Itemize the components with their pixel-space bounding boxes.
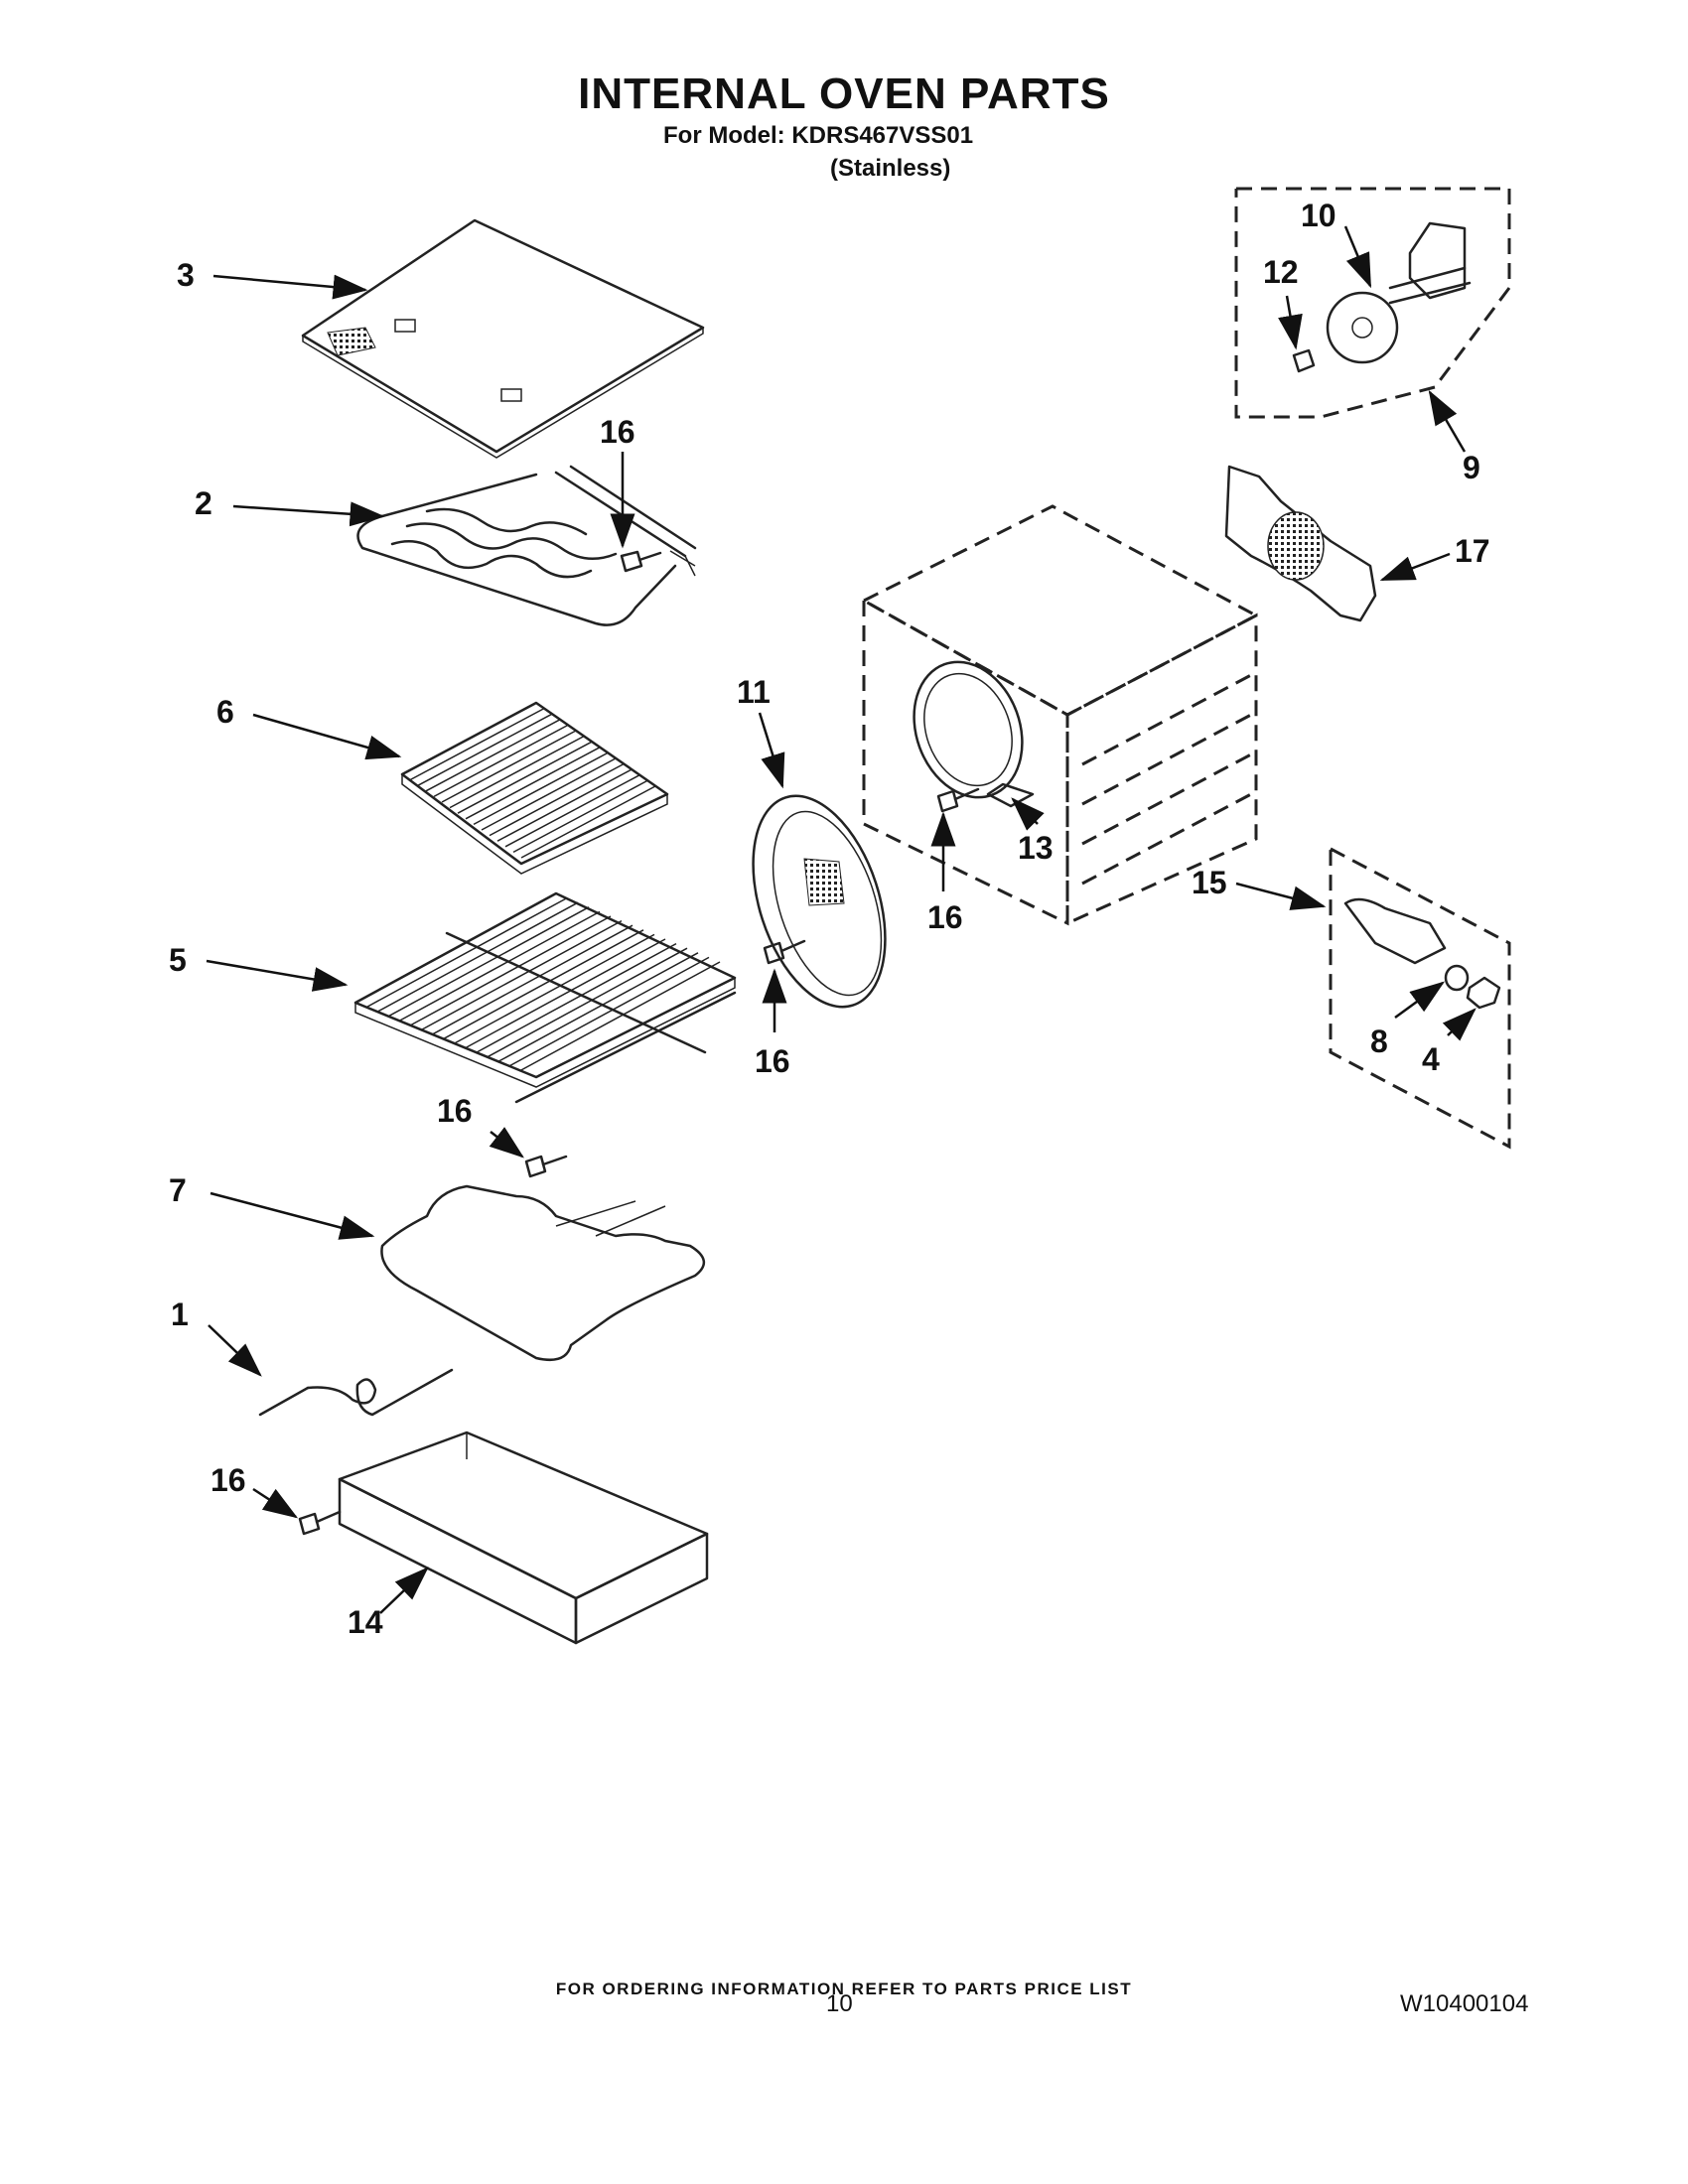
callout-15: 15	[1192, 865, 1227, 900]
ordering-note: FOR ORDERING INFORMATION REFER TO PARTS …	[555, 1979, 1133, 1998]
callout-16-fancover: 16	[755, 1043, 790, 1079]
callout-13: 13	[1018, 830, 1054, 866]
screw-16-e	[298, 1510, 342, 1536]
part-3-top-panel	[301, 218, 705, 459]
screw-16-d	[524, 1155, 568, 1178]
screw-16-c	[763, 939, 806, 965]
part-11-fan-cover	[752, 794, 887, 1009]
leader-lines	[206, 225, 1477, 1614]
callout-1: 1	[171, 1297, 189, 1332]
part-15-oven-light-group	[1329, 847, 1511, 1150]
oven-cavity-outline	[860, 504, 1260, 926]
callout-17: 17	[1455, 533, 1490, 569]
callout-7: 7	[169, 1172, 187, 1208]
model-line: For Model: KDRS467VSS01	[663, 122, 974, 149]
callout-3: 3	[177, 257, 195, 293]
screw-16-b	[936, 787, 980, 813]
document-number: W10400104	[1400, 1990, 1529, 2017]
callout-11: 11	[737, 674, 771, 710]
part-9-convection-motor-group	[1234, 187, 1511, 419]
callout-12: 12	[1263, 254, 1299, 290]
callout-8: 8	[1370, 1024, 1388, 1059]
part-7-bake-element	[380, 1184, 705, 1362]
part-17-fan-shroud	[1224, 465, 1377, 622]
screw-16-a	[620, 550, 662, 573]
part-5-rollout-rack	[353, 891, 737, 1104]
callout-14: 14	[348, 1604, 383, 1640]
page-number: 10	[826, 1990, 853, 2017]
part-2-broil-element	[356, 465, 697, 626]
callout-5: 5	[169, 942, 187, 978]
part-1-meat-probe	[258, 1368, 454, 1417]
callout-16-bake: 16	[437, 1093, 473, 1129]
part-6-oven-rack	[400, 701, 669, 875]
callout-10: 10	[1301, 198, 1336, 233]
callout-16-bottom: 16	[211, 1462, 246, 1498]
callout-2: 2	[195, 485, 212, 521]
callout-6: 6	[216, 694, 234, 730]
callout-16-cavity: 16	[927, 899, 963, 935]
callout-4: 4	[1422, 1041, 1440, 1077]
finish-label: (Stainless)	[830, 155, 951, 182]
callout-16-top: 16	[600, 414, 635, 450]
callout-9: 9	[1463, 450, 1480, 485]
part-14-bottom-shield	[338, 1431, 709, 1645]
page-title: INTERNAL OVEN PARTS	[578, 69, 1110, 118]
